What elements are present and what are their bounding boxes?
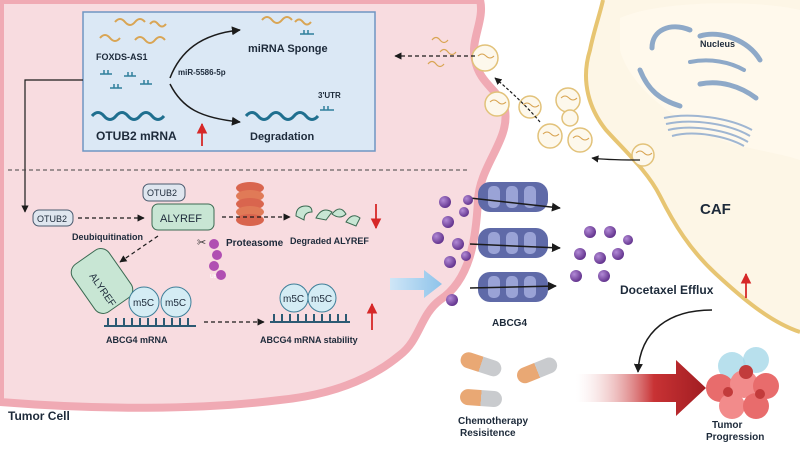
caf-secretion-arrow (591, 155, 641, 163)
sponge-icon (261, 16, 312, 26)
mirna-icon (100, 70, 152, 89)
m5c-circle-4 (307, 283, 337, 313)
alyref-binding-arrow (119, 235, 159, 263)
mirna-label: miR-5586-5p (178, 68, 226, 77)
m5c-circle-1 (128, 286, 160, 318)
lncrna-icon (99, 18, 167, 44)
deubiq-label: Deubiquitination (72, 232, 143, 242)
m5c-label-4: m5C (311, 294, 332, 305)
ubiquitin-chain (209, 239, 226, 280)
released-rna-fragments (427, 36, 457, 68)
caf-label: CAF (700, 201, 731, 218)
degradation-arrow (169, 83, 241, 126)
otub2-complex-box (142, 183, 186, 202)
tumor-cell-label: Tumor Cell (8, 409, 70, 423)
otub2-mrna-icon (90, 111, 166, 121)
mechanism-inset: FOXDS-AS1 miR-5586-5p OTUB2 mRNA miRNA S… (82, 11, 376, 152)
degraded-mrna-icon (244, 111, 320, 121)
exosome-uptake-arrow (494, 77, 541, 123)
chemotherapy-pills-icon (460, 352, 558, 407)
otub2-small-label: OTUB2 (37, 214, 67, 224)
nucleus-label: Nucleus (700, 39, 735, 49)
degradation-label: Degradation (250, 131, 314, 143)
docetaxel-molecules-outside (570, 226, 633, 282)
stable-mrna-icon (270, 314, 350, 323)
sponge-arrow (169, 26, 241, 79)
degraded-fragments-icon (295, 205, 361, 227)
abcg4-stability-label: ABCG4 mRNA stability (260, 335, 358, 345)
proteasome-label: Proteasome (226, 238, 284, 249)
tumor-label-1: Tumor (712, 420, 742, 431)
alyref-bound-box (70, 248, 134, 314)
nucleus: Nucleus (620, 3, 800, 161)
m5c-label-1: m5C (133, 298, 154, 309)
foxds-label: FOXDS-AS1 (96, 52, 148, 62)
exosome-vesicles (471, 44, 655, 167)
abcg4-mrna-icon (104, 318, 196, 327)
m5c-circle-2 (160, 286, 192, 318)
exosome-cargo (477, 53, 653, 156)
progression-arrow (576, 360, 706, 416)
tumor-cluster-icon (706, 347, 779, 419)
otub2-mrna-label: OTUB2 mRNA (96, 129, 177, 143)
docetaxel-molecules-inside (432, 195, 473, 306)
alyref-main-box (151, 203, 215, 231)
translation-arrow (390, 270, 442, 298)
ub-label: Ub (210, 274, 217, 280)
abcg4-mrna-label: ABCG4 mRNA (106, 335, 168, 345)
otub2-complex-label: OTUB2 (147, 188, 177, 198)
degraded-alyref-label: Degraded ALYREF (290, 236, 369, 246)
abcg4-transporter (478, 182, 548, 302)
chemo-label-2: Resisitence (460, 428, 516, 439)
tumor-label-2: Progression (706, 432, 764, 443)
inset-connector-arrow (21, 79, 83, 213)
utr-label: 3'UTR (318, 91, 341, 100)
efflux-arrows (469, 197, 561, 291)
sponge-label: miRNA Sponge (248, 43, 328, 55)
efflux-outcome-arrow (633, 309, 713, 373)
alyref-main-label: ALYREF (160, 213, 202, 225)
docetaxel-efflux-label: Docetaxel Efflux (620, 283, 714, 297)
proteasome-icon (236, 182, 264, 226)
m5c-label-2: m5C (165, 298, 186, 309)
scissors-icon: ✂ (197, 237, 206, 249)
otub2-small-box (32, 209, 74, 227)
m5c-label-3: m5C (283, 294, 304, 305)
chemo-label-1: Chemotherapy (458, 416, 528, 427)
abcg4-label: ABCG4 (492, 318, 527, 329)
